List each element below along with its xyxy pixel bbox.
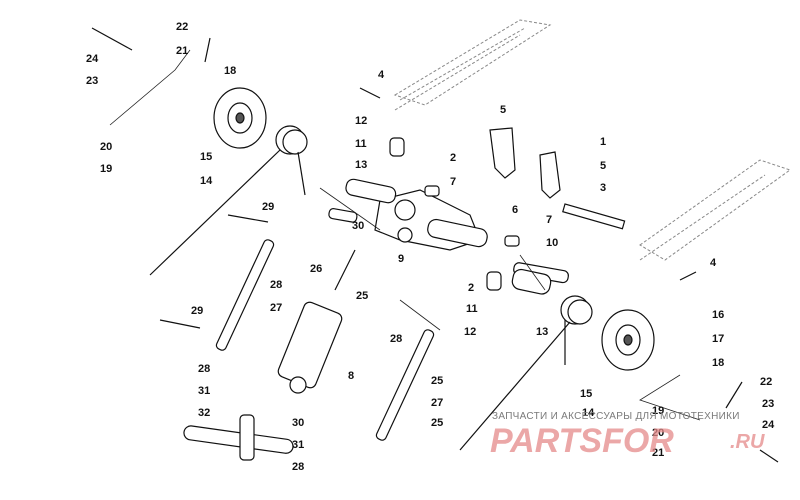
watermark-subtitle: ЗАПЧАСТИ И АКСЕССУАРЫ ДЛЯ МОТОТЕХНИКИ	[492, 411, 740, 422]
callout: 5	[600, 160, 606, 172]
bushing-11-lower	[486, 271, 502, 291]
watermark: ЗАПЧАСТИ И АКСЕССУАРЫ ДЛЯ МОТОТЕХНИКИ PA…	[490, 411, 765, 460]
callout: 6	[512, 204, 518, 216]
rear-shaft-3	[562, 203, 626, 230]
callout: 29	[191, 305, 203, 317]
bushing-11-upper	[389, 137, 405, 157]
cross-shaft-32	[183, 414, 294, 461]
callout: 29	[262, 201, 274, 213]
watermark-brand: PARTSFOR	[490, 422, 674, 460]
bolt-29-upper	[227, 214, 269, 223]
link-27-upper	[215, 239, 275, 351]
callout: 12	[464, 326, 476, 338]
callout: 27	[270, 302, 282, 314]
spacer-13-lower	[511, 268, 552, 295]
leader-lines	[109, 49, 701, 421]
callout: 23	[86, 75, 98, 87]
callout: 22	[760, 376, 772, 388]
callout: 4	[710, 257, 717, 269]
bolt-24-upper	[91, 27, 133, 51]
callout: 19	[652, 405, 664, 417]
callout: 7	[450, 176, 456, 188]
bolt-4-upper	[359, 87, 381, 99]
callout: 30	[352, 220, 364, 232]
callout: 31	[198, 385, 210, 397]
bolt-4-lower	[679, 271, 697, 281]
callout: 11	[466, 303, 478, 315]
torsion-spring-upper	[149, 125, 308, 276]
callout: 18	[224, 65, 236, 77]
callout: 31	[292, 439, 304, 451]
callout: 7	[546, 214, 552, 226]
callout: 23	[762, 398, 774, 410]
callout-labels: 22 24 21 23 18 20 19 15 14 4 5 1 5 12 11…	[86, 21, 775, 473]
callout: 32	[198, 407, 210, 419]
callout: 30	[292, 417, 304, 429]
torsion-spring-lower	[459, 295, 593, 451]
callout: 20	[652, 427, 664, 439]
callout: 28	[292, 461, 304, 473]
callout: 1	[600, 136, 606, 148]
link-27-lower	[375, 329, 435, 441]
callout: 12	[355, 115, 367, 127]
callout: 8	[348, 370, 354, 382]
callout: 14	[582, 407, 595, 419]
callout: 5	[500, 104, 506, 116]
bolt-29-lower	[159, 319, 201, 329]
callout: 15	[580, 388, 592, 400]
callout: 26	[310, 263, 322, 275]
watermark-tld: .RU	[730, 431, 765, 453]
callout: 20	[100, 141, 112, 153]
callout: 9	[398, 253, 404, 265]
pivot-arm-assembly	[345, 178, 488, 251]
bolt-22-upper	[204, 37, 211, 63]
callout: 22	[176, 21, 188, 33]
spacer-7-lower	[504, 235, 520, 247]
callout: 11	[355, 138, 367, 150]
bolt-24-lower	[759, 449, 779, 463]
idler-wheel-upper	[213, 87, 267, 149]
callout: 14	[200, 175, 213, 187]
callout: 10	[546, 237, 558, 249]
shock-absorber-8	[277, 249, 356, 394]
callout: 24	[762, 419, 775, 431]
spacer-30-upper	[328, 208, 358, 223]
callout: 25	[356, 290, 368, 302]
callout: 24	[86, 53, 99, 65]
callout: 13	[536, 326, 548, 338]
callout: 28	[270, 279, 282, 291]
callout: 25	[431, 375, 443, 387]
callout: 4	[378, 69, 385, 81]
callout: 3	[600, 182, 606, 194]
callout: 28	[198, 363, 210, 375]
callout: 21	[176, 45, 188, 57]
spacer-7-upper	[424, 185, 440, 197]
bracket-1	[489, 127, 561, 199]
callout: 25	[431, 417, 443, 429]
callout: 21	[652, 447, 664, 459]
callout: 15	[200, 151, 212, 163]
callout: 27	[431, 397, 443, 409]
idler-wheel-lower	[601, 309, 655, 371]
callout: 13	[355, 159, 367, 171]
callout: 19	[100, 163, 112, 175]
callout: 2	[450, 152, 456, 164]
frame-rail-upper	[393, 19, 792, 261]
callout: 28	[390, 333, 402, 345]
callout: 2	[468, 282, 474, 294]
callout: 16	[712, 309, 724, 321]
callout: 17	[712, 333, 724, 345]
callout: 18	[712, 357, 724, 369]
bolt-22-lower	[725, 381, 743, 409]
